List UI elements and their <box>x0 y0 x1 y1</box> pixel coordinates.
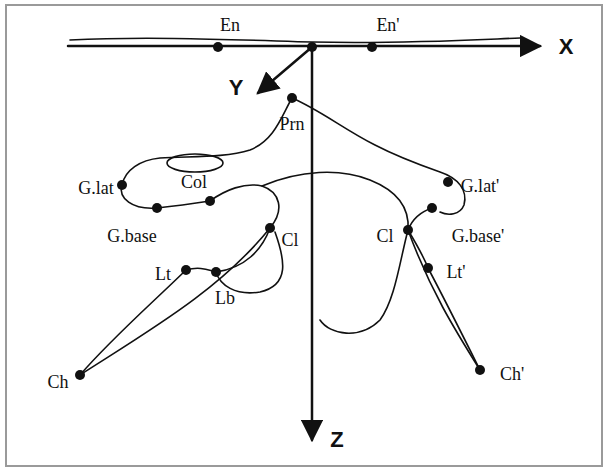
landmark-label: G.lat' <box>461 177 500 195</box>
landmark-label: En <box>220 16 240 34</box>
landmark-label: X <box>559 36 574 58</box>
landmark-label: Y <box>229 77 244 99</box>
landmark-label: Col <box>181 173 207 191</box>
landmark-label: G.base <box>107 227 156 245</box>
landmark-label: Cl <box>281 231 298 249</box>
landmark-label: En' <box>376 16 399 34</box>
landmark-label: Prn <box>279 115 304 133</box>
landmark-label: Lb <box>215 289 235 307</box>
landmark-label: Cl <box>376 227 393 245</box>
landmark-label: G.lat <box>78 179 114 197</box>
landmark-label: Lt <box>155 265 171 283</box>
landmark-label: Ch <box>47 373 68 391</box>
landmark-label: Lt' <box>446 263 465 281</box>
landmark-label: G.base' <box>452 227 505 245</box>
landmark-label: Ch' <box>500 365 524 383</box>
landmark-label: Z <box>330 429 343 451</box>
